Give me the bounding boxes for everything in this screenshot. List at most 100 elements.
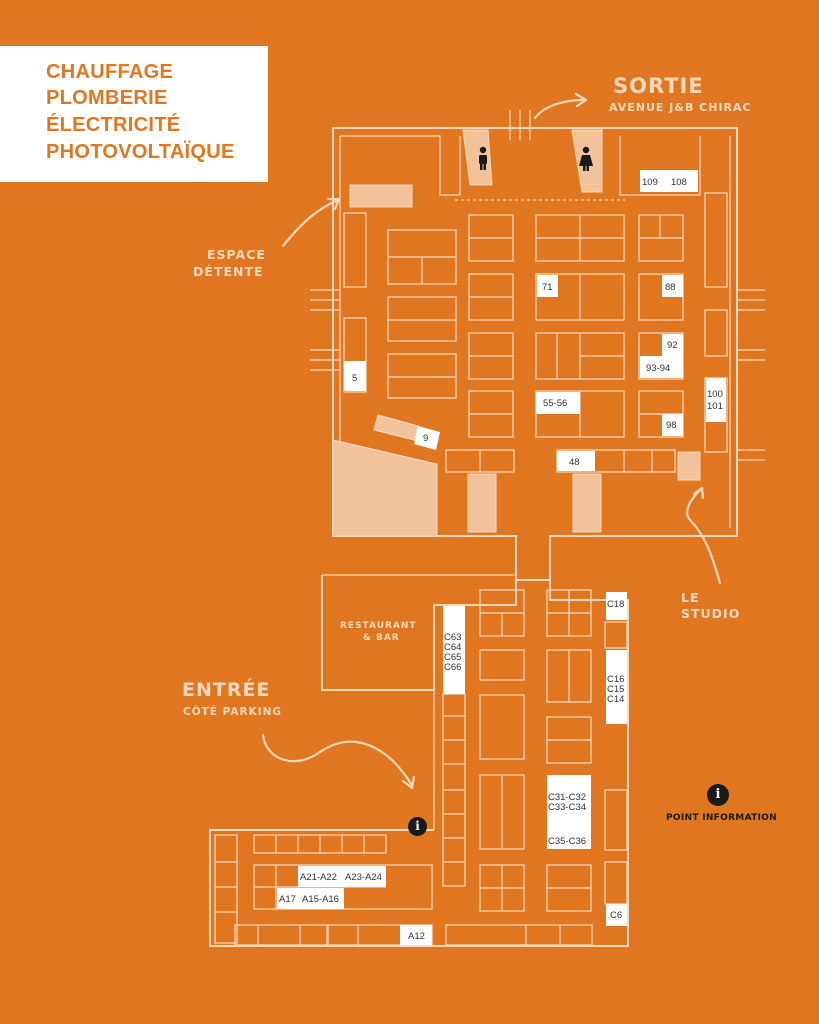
stand-93-94: [640, 356, 683, 378]
stand-label: 98: [666, 420, 677, 431]
entree-arrow-icon: [261, 733, 414, 788]
espace-label-1: ESPACE: [207, 247, 266, 262]
stand-label: C33-C34: [548, 802, 586, 813]
stand-88: [662, 275, 683, 297]
stand-label: A15-A16: [302, 894, 339, 905]
toilet-men-zone: [462, 129, 493, 186]
stand-block: [387, 296, 457, 342]
stand-5: [344, 361, 366, 391]
stand-c18: [606, 592, 627, 620]
stand-label: 48: [569, 457, 580, 468]
title-line-2: PLOMBERIE: [46, 87, 168, 109]
plan-lines: [209, 110, 765, 947]
stand-label: 9: [423, 433, 428, 444]
info-glyph: i: [715, 787, 721, 802]
top-partition: [340, 135, 701, 196]
stand-label: A21-A22: [300, 872, 337, 883]
stand-9: [414, 426, 440, 450]
stand-block: [214, 834, 238, 944]
arrow-icon: [261, 92, 722, 790]
stand-label: 92: [667, 340, 678, 351]
studio-label-1: LE: [681, 590, 700, 605]
stand-a21-a24: [298, 866, 386, 887]
exit-doors: [509, 110, 531, 140]
filled-zones: [332, 129, 701, 537]
studio-arrow-head-icon: [692, 486, 705, 500]
info-icon[interactable]: i: [707, 784, 729, 806]
stand-block: [604, 861, 628, 905]
stand-48: [557, 451, 595, 471]
stand-block: [704, 309, 728, 357]
stand-a17-a16: [277, 888, 344, 909]
title-line-3: ÉLECTRICITÉ: [46, 114, 181, 136]
espace-detente-zone: [349, 184, 413, 208]
stand-label: C31-C32: [548, 792, 586, 803]
stand-c63-c66: [443, 606, 465, 694]
espace-arrow-icon: [281, 198, 340, 248]
stand-label: 108: [671, 177, 687, 188]
stand-block: [604, 789, 628, 851]
corner-zone: [332, 439, 438, 537]
man-toilet-icon: [479, 146, 487, 170]
stair-right-zone: [572, 473, 602, 533]
stand-9-zone: [373, 414, 419, 441]
studio-label-2: STUDIO: [681, 606, 741, 621]
stand-label: 88: [665, 282, 676, 293]
stand-label: 5: [352, 373, 357, 384]
stand-block: [704, 192, 728, 288]
sortie-arrow-head-icon: [574, 92, 588, 108]
stand-98: [662, 414, 683, 436]
entree-arrow-head-icon: [401, 775, 416, 790]
stand-label: 71: [542, 282, 553, 293]
stand-label: C14: [607, 694, 624, 705]
stand-label: C66: [444, 662, 461, 673]
stand-55-56: [536, 392, 580, 414]
stand-label: C18: [607, 599, 624, 610]
studio-zone: [677, 451, 701, 481]
info-glyph: i: [415, 819, 420, 833]
info-icon[interactable]: i: [408, 817, 427, 836]
stand-100-101: [706, 378, 726, 422]
stand-c16-c14: [606, 650, 627, 724]
stand-block: [343, 317, 367, 393]
stand-label: 93-94: [646, 363, 670, 374]
stand-block: [525, 924, 593, 946]
stand-block: [387, 353, 457, 399]
stair-left-zone: [467, 473, 497, 533]
studio-arrow-icon: [686, 488, 722, 585]
stand-92: [662, 334, 683, 356]
stand-label: A23-A24: [345, 872, 382, 883]
stand-block: [343, 212, 367, 288]
stand-label: C65: [444, 652, 461, 663]
restaurant-label: RESTAURANT: [340, 621, 417, 631]
lower-hall-wall: [209, 575, 629, 947]
entree-label: ENTRÉE: [182, 679, 271, 701]
stand-label: C35-C36: [548, 836, 586, 847]
sortie-arrow-icon: [533, 98, 586, 120]
stand-label: C64: [444, 642, 461, 653]
stand-block: [604, 621, 628, 649]
title-line-4: PHOTOVOLTAÏQUE: [46, 141, 235, 163]
highlighted-stands: [277, 170, 726, 945]
stand-block: [445, 924, 527, 946]
stand-label: C6: [610, 910, 622, 921]
point-info-label: POINT INFORMATION: [666, 813, 778, 823]
stand-a12: [400, 925, 432, 945]
stand-block: [479, 694, 525, 760]
stand-block: [479, 649, 525, 681]
woman-toilet-icon: [579, 146, 593, 171]
stand-label: A12: [408, 931, 425, 942]
sortie-sub-label: AVENUE J&B CHIRAC: [609, 101, 752, 114]
left-doors: [310, 289, 340, 371]
stand-c31-c36: [547, 775, 591, 849]
stand-label: 100: [707, 389, 723, 400]
stand-label: 55-56: [543, 398, 567, 409]
title-line-1: CHAUFFAGE: [46, 61, 174, 83]
stand-label: A17: [279, 894, 296, 905]
title-box: CHAUFFAGE PLOMBERIE ÉLECTRICITÉ PHOTOVOL…: [0, 46, 268, 182]
espace-arrow-head-icon: [326, 197, 341, 211]
stand-label: C15: [607, 684, 624, 695]
stand-block: [234, 924, 328, 946]
restaurant-label-2: & BAR: [363, 633, 400, 643]
